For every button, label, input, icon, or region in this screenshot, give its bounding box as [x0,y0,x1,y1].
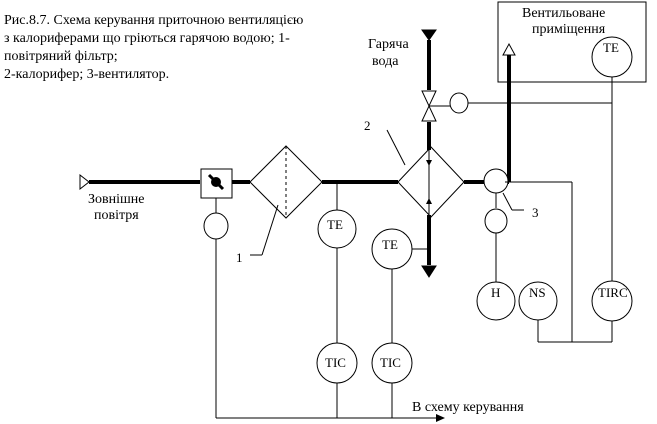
te-after-heater: TE [371,228,429,343]
ref-label-1: 1 [236,250,243,265]
caption-line-2: з калориферами що грiються гарячою водою… [4,31,290,46]
water-inlet-arrow [421,29,437,41]
air-outlet-arrow [502,42,516,56]
water-outlet-arrow [421,265,437,278]
ns-label: NS [529,285,546,300]
tic-2-label: TIC [380,355,401,370]
ventilated-room: Вентильоване приміщення TE [497,1,647,282]
water-heater: 2 [364,118,465,218]
supply-fan: 3 [483,168,573,342]
hot-water-label-1: Гаряча [368,37,409,52]
air-inlet-arrow [79,173,90,191]
caption-line-4: 2-калорифер; 3-вентилятор. [4,67,170,82]
ns-switch: NS [518,281,572,343]
control-valve [421,78,613,122]
tirc-recorder: TIRC [572,280,633,343]
te-after-filter: TE [317,182,357,343]
ref-label-3: 3 [532,205,539,220]
damper-actuator [203,212,229,240]
room-label-1: Вентильоване [522,6,605,21]
figure-caption: Рис.8.7. Схема керування приточною венти… [4,12,354,84]
outside-air-label-1: Зовнішне [88,192,145,207]
fan-motor [484,208,508,234]
hot-water-line [421,29,437,278]
outside-air-label-2: повітря [94,208,139,223]
tic-1-label: TIC [325,355,346,370]
room-label-2: приміщення [532,22,606,37]
to-control-label: В схему керування [412,400,524,415]
tic-1: TIC [316,342,358,418]
hot-water-label-2: вода [372,54,399,69]
te-after-filter-label: TE [327,217,343,232]
te-after-heater-label: TE [382,237,398,252]
tirc-label: TIRC [598,285,628,300]
caption-line-3: повітряний фільтр; [4,49,118,64]
control-output-line: В схему керування [216,400,524,422]
h-indicator: H [476,281,516,321]
ref-label-2: 2 [364,118,371,133]
air-damper [200,168,233,418]
air-filter: 1 [236,145,323,265]
caption-line-1: Рис.8.7. Схема керування приточною венти… [4,13,304,28]
h-label: H [491,285,500,300]
valve-actuator [449,92,469,114]
tic-2: TIC [371,342,413,418]
te-room-label: TE [603,40,619,55]
